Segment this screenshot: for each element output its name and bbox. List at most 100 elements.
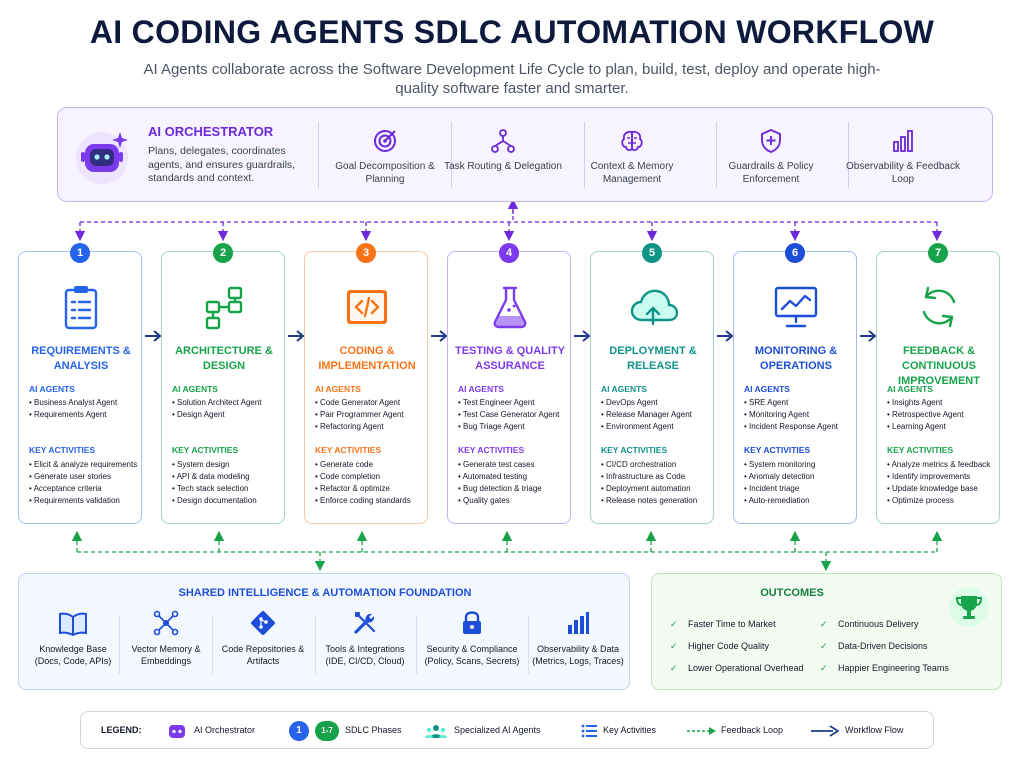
activities-heading: KEY ACTIVITIES	[29, 445, 96, 455]
agents-heading: AI AGENTS	[172, 384, 218, 394]
orchestrator-feature: Task Routing & Delegation	[438, 128, 568, 173]
team-icon	[425, 725, 447, 738]
phase-number-badge: 6	[785, 243, 805, 263]
phase-number-badge: 1	[70, 243, 90, 263]
activity-item: Incident triage	[744, 483, 858, 495]
check-icon: ✓	[820, 619, 828, 629]
feedback-dash-icon	[687, 727, 716, 735]
git-icon	[251, 611, 275, 635]
activity-item: Requirements validation	[29, 495, 143, 507]
outcome-item: ✓Lower Operational Overhead	[670, 663, 804, 673]
phase-title: TESTING & QUALITY ASSURANCE	[455, 345, 565, 372]
activity-item: Bug detection & triage	[458, 483, 572, 495]
agents-list: Code Generator AgentPair Programmer Agen…	[315, 397, 429, 433]
monitor-icon	[774, 286, 818, 328]
foundation-panel: SHARED INTELLIGENCE & AUTOMATION FOUNDAT…	[18, 573, 630, 690]
outcomes-panel: OUTCOMES ✓Faster Time to Market ✓Higher …	[651, 573, 1002, 690]
foundation-item: Knowledge Base (Docs, Code, APIs)	[27, 610, 119, 667]
flow-arrow-icon	[574, 330, 590, 342]
phase-title: ARCHITECTURE & DESIGN	[175, 345, 273, 372]
code-icon	[347, 290, 387, 324]
agents-heading: AI AGENTS	[887, 384, 933, 394]
check-icon: ✓	[670, 619, 678, 629]
network-icon	[153, 610, 179, 636]
divider	[584, 122, 585, 188]
legend-feedback: Feedback Loop	[721, 725, 784, 735]
activities-list: Generate test casesAutomated testingBug …	[458, 459, 572, 507]
divider	[416, 616, 417, 674]
agent-item: Incident Response Agent	[744, 421, 858, 433]
activity-item: CI/CD orchestration	[601, 459, 715, 471]
foundation-item: Observability & Data (Metrics, Logs, Tra…	[527, 610, 629, 667]
lock-icon	[463, 611, 481, 634]
orchestrator-connectors	[74, 198, 943, 242]
page-title: AI CODING AGENTS SDLC AUTOMATION WORKFLO…	[89, 14, 935, 50]
activity-item: Generate code	[315, 459, 429, 471]
flow-arrow-icon	[811, 725, 839, 737]
divider	[212, 616, 213, 674]
activity-item: Enforce coding standards	[315, 495, 429, 507]
phase-badge-sample: 1	[289, 721, 309, 741]
divider	[716, 122, 717, 188]
activities-heading: KEY ACTIVITIES	[315, 445, 382, 455]
cloud-upload-icon	[630, 289, 678, 326]
activities-heading: KEY ACTIVITIES	[744, 445, 811, 455]
feature-label: Observability & Feedback Loop	[846, 161, 960, 185]
feedback-loop-connectors	[71, 530, 943, 572]
agents-list: DevOps AgentRelease Manager AgentEnviron…	[601, 397, 715, 433]
activity-item: Acceptance criteria	[29, 483, 143, 495]
divider	[451, 122, 452, 188]
legend-orchestrator: AI Orchestrator	[194, 725, 256, 735]
activity-item: Update knowledge base	[887, 483, 1001, 495]
agent-item: Code Generator Agent	[315, 397, 429, 409]
list-icon	[581, 724, 597, 738]
trophy-icon	[949, 587, 989, 627]
check-icon: ✓	[670, 663, 678, 673]
phase-title: MONITORING & OPERATIONS	[754, 345, 838, 372]
activities-list: Generate codeCode completionRefactor & o…	[315, 459, 429, 507]
activity-item: Auto-remediation	[744, 495, 858, 507]
activity-item: System design	[172, 459, 286, 471]
legend-phases: SDLC Phases	[345, 725, 402, 735]
activity-item: API & data modeling	[172, 471, 286, 483]
robot-icon	[76, 132, 128, 184]
activities-list: System designAPI & data modelingTech sta…	[172, 459, 286, 507]
agent-item: Test Case Generator Agent	[458, 409, 572, 421]
activity-item: Generate user stories	[29, 471, 143, 483]
activities-heading: KEY ACTIVITIES	[601, 445, 668, 455]
orchestrator-title: AI ORCHESTRATOR	[148, 124, 274, 139]
agent-item: Pair Programmer Agent	[315, 409, 429, 421]
target-icon	[374, 130, 396, 152]
book-icon	[59, 612, 87, 636]
activities-heading: KEY ACTIVITIES	[887, 445, 954, 455]
activity-item: Infrastructure as Code	[601, 471, 715, 483]
activity-item: Quality gates	[458, 495, 572, 507]
agent-item: Environment Agent	[601, 421, 715, 433]
activity-item: Optimize process	[887, 495, 1001, 507]
agents-list: Business Analyst AgentRequirements Agent	[29, 397, 143, 421]
foundation-label: Vector Memory & Embeddings	[131, 644, 201, 666]
activity-item: Deployment automation	[601, 483, 715, 495]
foundation-item: Security & Compliance (Policy, Scans, Se…	[417, 610, 527, 667]
check-icon: ✓	[820, 663, 828, 673]
activity-item: Identify improvements	[887, 471, 1001, 483]
divider	[528, 616, 529, 674]
agents-heading: AI AGENTS	[458, 384, 504, 394]
flow-arrow-icon	[717, 330, 733, 342]
agents-list: Insights AgentRetrospective AgentLearnin…	[887, 397, 1001, 433]
feature-label: Context & Memory Management	[590, 161, 674, 185]
agents-list: Solution Architect AgentDesign Agent	[172, 397, 286, 421]
brain-icon	[621, 130, 643, 152]
agent-item: Test Engineer Agent	[458, 397, 572, 409]
check-icon: ✓	[670, 641, 678, 651]
foundation-label: Code Repositories & Artifacts	[221, 644, 305, 666]
legend-heading: LEGEND:	[101, 725, 142, 735]
agent-item: Business Analyst Agent	[29, 397, 143, 409]
agent-item: SRE Agent	[744, 397, 858, 409]
activities-heading: KEY ACTIVITIES	[458, 445, 525, 455]
phase-range-badge: 1-7	[315, 721, 339, 741]
